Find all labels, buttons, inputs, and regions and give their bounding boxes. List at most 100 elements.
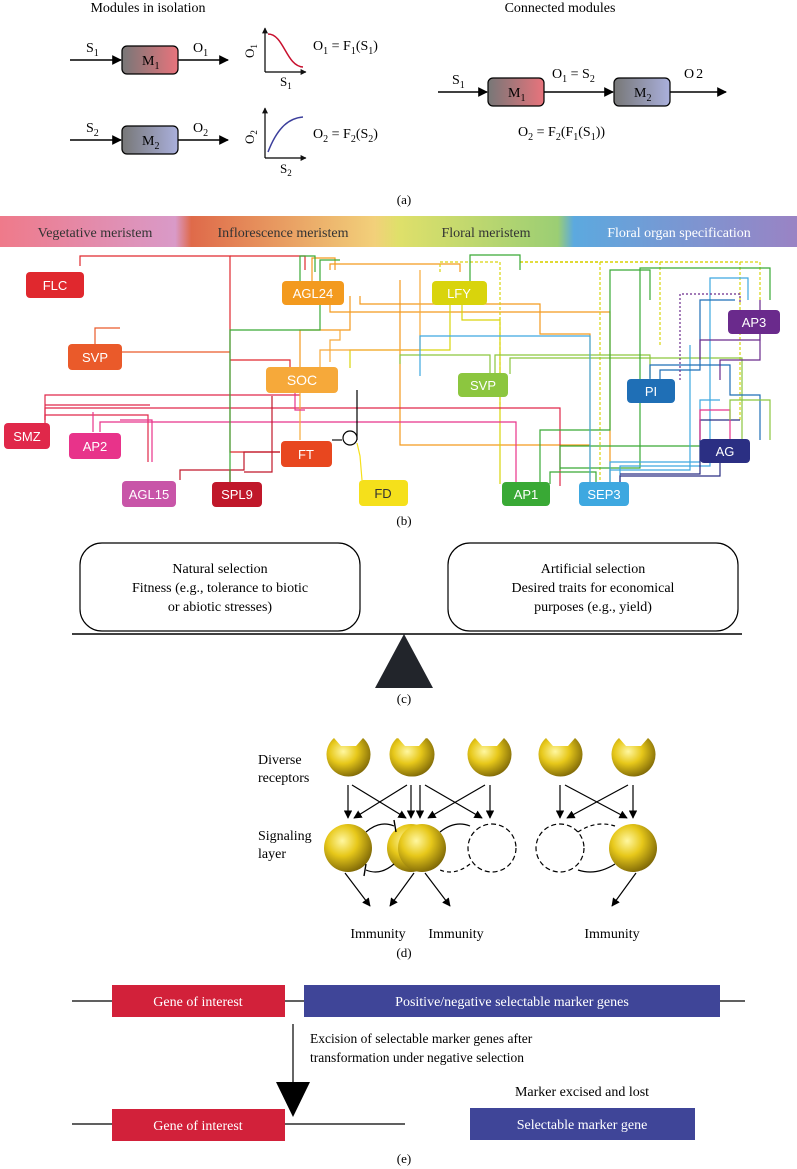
immunity-label-3: Immunity bbox=[584, 927, 639, 942]
response-curve-f1 bbox=[267, 33, 304, 68]
response-curve-f2 bbox=[267, 116, 304, 153]
plot2-x-label: S2 bbox=[280, 161, 292, 178]
node-fd-label: FD bbox=[374, 486, 391, 501]
label-layer: layer bbox=[258, 847, 286, 862]
node-agl24 bbox=[282, 281, 344, 305]
header-vegetative: Vegetative meristem bbox=[38, 226, 153, 241]
node-fd bbox=[359, 480, 408, 506]
panel-c: Natural selection Fitness (e.g., toleran… bbox=[72, 542, 742, 706]
gene-of-interest-label-2: Gene of interest bbox=[153, 1119, 243, 1134]
connected-o1-s2: O1 = S2 bbox=[552, 67, 595, 85]
node-lfy bbox=[432, 281, 487, 305]
marker-genes-label: Positive/negative selectable marker gene… bbox=[395, 995, 629, 1010]
node-smz-label: SMZ bbox=[13, 429, 41, 444]
node-pi bbox=[627, 379, 675, 403]
node-ag bbox=[700, 439, 750, 463]
header-inflorescence: Inflorescence meristem bbox=[218, 226, 349, 241]
connected-label-m2: M2 bbox=[634, 86, 651, 104]
signal-node-3b bbox=[609, 824, 657, 872]
natural-selection-box bbox=[79, 542, 361, 632]
immunity-label-2: Immunity bbox=[428, 927, 483, 942]
node-soc-label: SOC bbox=[287, 372, 317, 388]
node-agl24-label: AGL24 bbox=[293, 286, 333, 301]
panel-b: Vegetative meristem Inflorescence merist… bbox=[0, 216, 797, 528]
node-svp-left bbox=[68, 344, 122, 370]
marker-genes-box bbox=[304, 985, 720, 1017]
node-ap1 bbox=[502, 482, 550, 506]
label-m1: M1 bbox=[142, 54, 159, 72]
panel-e: Gene of interest Positive/negative selec… bbox=[72, 985, 745, 1166]
label-o2: O2 bbox=[193, 121, 208, 139]
label-signaling: Signaling bbox=[258, 829, 312, 844]
network-group-3: Immunity bbox=[535, 738, 657, 942]
natural-selection-line2: Fitness (e.g., tolerance to biotic bbox=[132, 581, 308, 596]
plot1-x-label: S1 bbox=[280, 74, 292, 91]
node-ag-label: AG bbox=[716, 444, 735, 459]
signal-node-2b-absent bbox=[467, 823, 517, 873]
node-svp-left-label: SVP bbox=[82, 350, 108, 365]
label-receptors: receptors bbox=[258, 771, 309, 786]
signal-node-2a bbox=[398, 824, 446, 872]
node-ap2 bbox=[69, 433, 121, 459]
panel-c-label: (c) bbox=[397, 691, 411, 706]
node-svp-right bbox=[458, 373, 508, 397]
panel-a-label: (a) bbox=[397, 192, 411, 207]
gene-of-interest-label: Gene of interest bbox=[153, 995, 243, 1010]
gene-nodes: FLC AGL24 LFY AP3 SVP SOC SVP PI SMZ AP2… bbox=[4, 272, 780, 507]
excision-text-line1: Excision of selectable marker genes afte… bbox=[310, 1031, 533, 1046]
node-flc-label: FLC bbox=[43, 278, 68, 293]
label-s1: S1 bbox=[86, 41, 99, 59]
selectable-marker-box bbox=[470, 1108, 695, 1140]
label-m2: M2 bbox=[142, 134, 159, 152]
node-ft bbox=[281, 441, 332, 467]
ft-fd-complex-node bbox=[342, 430, 358, 446]
title-connected-modules: Connected modules bbox=[505, 1, 616, 16]
header-floral-organ: Floral organ specification bbox=[607, 226, 751, 241]
node-lfy-label: LFY bbox=[447, 286, 471, 301]
artificial-selection-box bbox=[447, 542, 739, 632]
label-diverse: Diverse bbox=[258, 753, 302, 768]
node-smz bbox=[4, 423, 50, 449]
node-soc bbox=[266, 367, 338, 393]
artificial-selection-line2: Desired traits for economical bbox=[512, 581, 675, 596]
meristem-header-bar bbox=[0, 216, 797, 247]
receptor-3b bbox=[611, 738, 656, 777]
node-svp-right-label: SVP bbox=[470, 378, 496, 393]
immunity-label-1: Immunity bbox=[350, 927, 405, 942]
artificial-selection-line3: purposes (e.g., yield) bbox=[534, 600, 652, 615]
node-ft-label: FT bbox=[298, 447, 314, 462]
balance-fulcrum bbox=[375, 634, 433, 688]
panel-d: Diverse receptors Signaling layer Immuni… bbox=[258, 738, 657, 960]
node-agl15-label: AGL15 bbox=[129, 487, 169, 502]
node-agl15 bbox=[122, 481, 176, 507]
title-modules-isolation: Modules in isolation bbox=[90, 1, 205, 16]
label-s2: S2 bbox=[86, 121, 99, 139]
equation-o2: O2 = F2(S2) bbox=[313, 127, 378, 145]
receptor-3a bbox=[538, 738, 583, 777]
node-spl9 bbox=[212, 482, 262, 507]
gene-of-interest-box bbox=[112, 985, 285, 1017]
node-sep3 bbox=[579, 482, 629, 506]
node-ap2-label: AP2 bbox=[83, 439, 108, 454]
connected-s1: S1 bbox=[452, 73, 465, 91]
equation-connected: O2 = F2(F1(S1)) bbox=[518, 125, 605, 143]
panel-a: Modules in isolation Connected modules S… bbox=[70, 1, 727, 207]
network-group-2: Immunity bbox=[390, 738, 517, 942]
panel-d-label: (d) bbox=[396, 945, 411, 960]
node-spl9-label: SPL9 bbox=[221, 487, 253, 502]
panel-e-label: (e) bbox=[397, 1151, 411, 1166]
node-pi-label: PI bbox=[645, 384, 657, 399]
excision-text-line2: transformation under negative selection bbox=[310, 1050, 524, 1065]
signal-node-3a-absent bbox=[535, 823, 585, 873]
node-ap3-label: AP3 bbox=[742, 315, 767, 330]
regulatory-edges bbox=[44, 254, 771, 486]
plot1-y-label: O1 bbox=[242, 44, 259, 58]
receptor-2a bbox=[390, 738, 435, 777]
selectable-marker-label: Selectable marker gene bbox=[517, 1118, 648, 1133]
node-ap1-label: AP1 bbox=[514, 487, 539, 502]
plot2-y-label: O2 bbox=[242, 130, 259, 144]
signal-node-1a bbox=[324, 824, 372, 872]
natural-selection-title: Natural selection bbox=[172, 562, 267, 577]
